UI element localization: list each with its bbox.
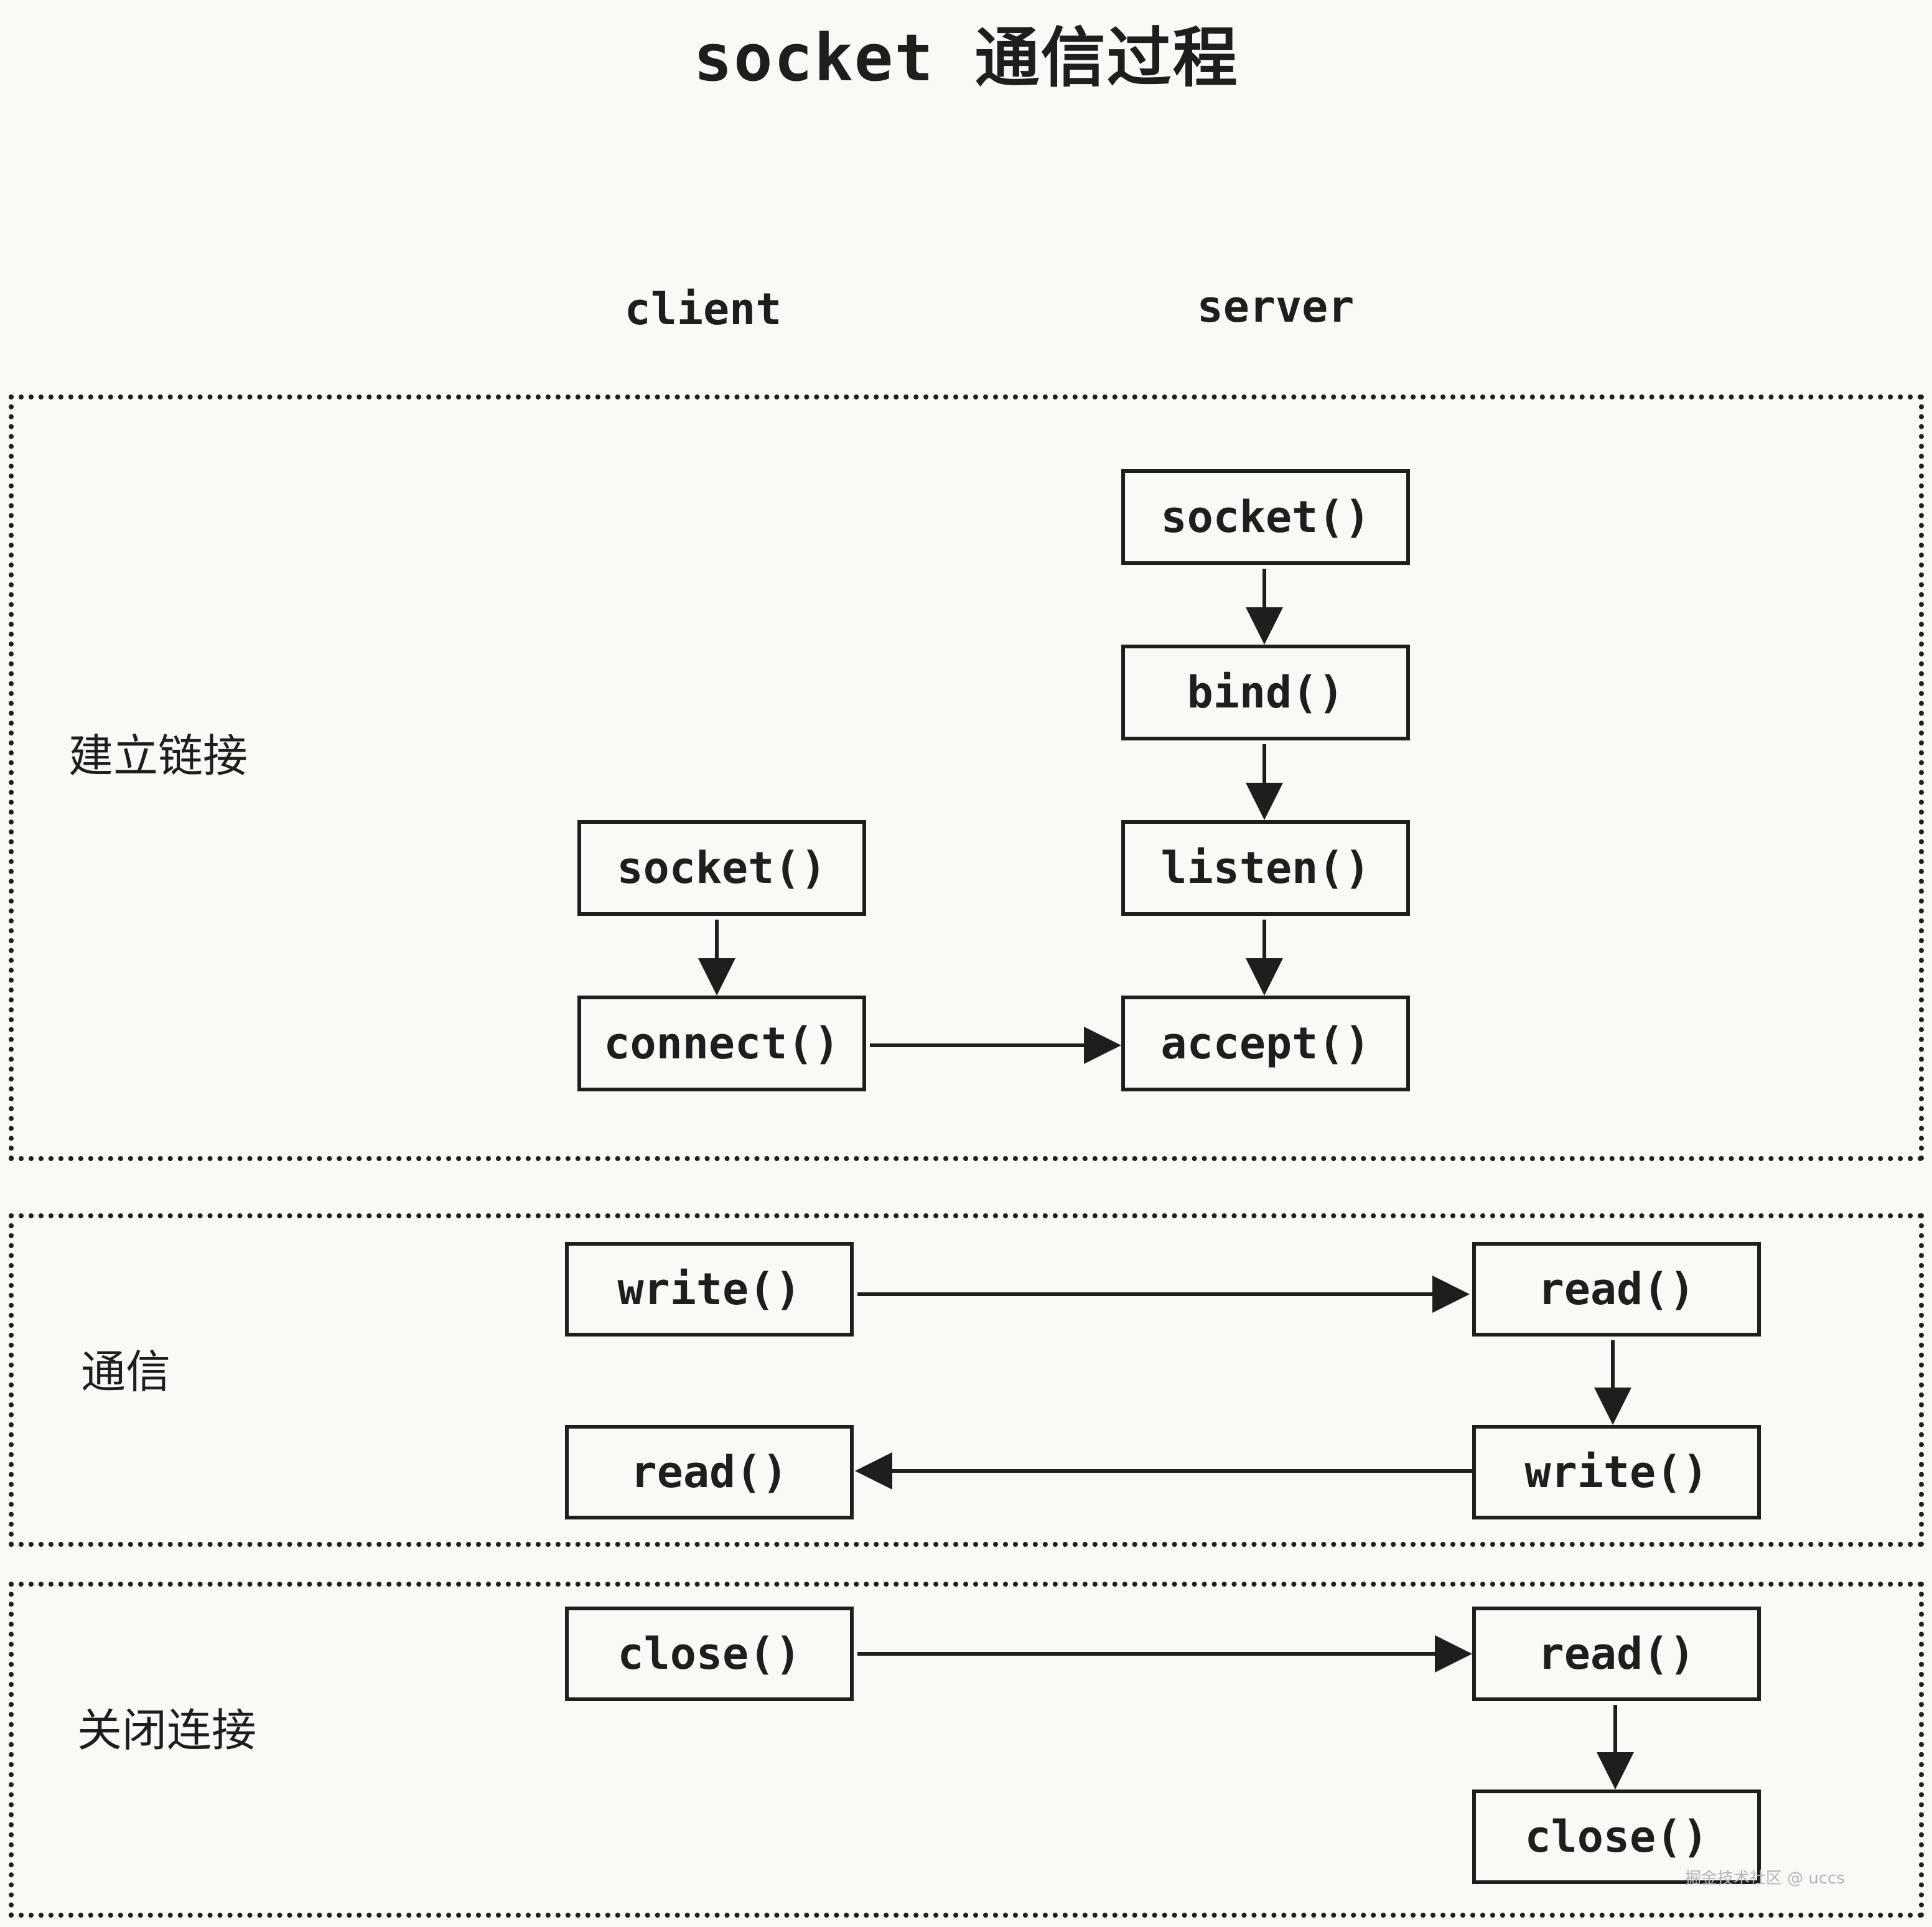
client-write-box: write() (565, 1242, 854, 1337)
column-label-server: server (1197, 281, 1355, 332)
server-close-box: close() (1472, 1789, 1761, 1884)
client-close-box: close() (565, 1607, 854, 1701)
server-bind-box: bind() (1121, 645, 1410, 740)
client-socket-box: socket() (577, 820, 866, 916)
section-label-close: 关闭连接 (77, 1704, 257, 1757)
client-connect-box: connect() (577, 996, 866, 1091)
section-establish-connection (9, 394, 1924, 1161)
section-label-communication: 通信 (81, 1346, 171, 1398)
section-label-establish: 建立链接 (68, 730, 248, 782)
section-close-connection (9, 1582, 1924, 1918)
server-read-close-box: read() (1472, 1607, 1761, 1701)
watermark: 掘金技术社区 @ uccs (1684, 1869, 1845, 1888)
diagram-title: socket 通信过程 (693, 20, 1239, 96)
server-socket-box: socket() (1121, 469, 1410, 565)
server-write-box: write() (1472, 1425, 1761, 1519)
server-listen-box: listen() (1121, 820, 1410, 916)
section-communication (9, 1213, 1924, 1547)
client-read-box: read() (565, 1425, 854, 1519)
server-accept-box: accept() (1121, 996, 1410, 1091)
server-read-box: read() (1472, 1242, 1761, 1337)
column-label-client: client (624, 284, 782, 335)
